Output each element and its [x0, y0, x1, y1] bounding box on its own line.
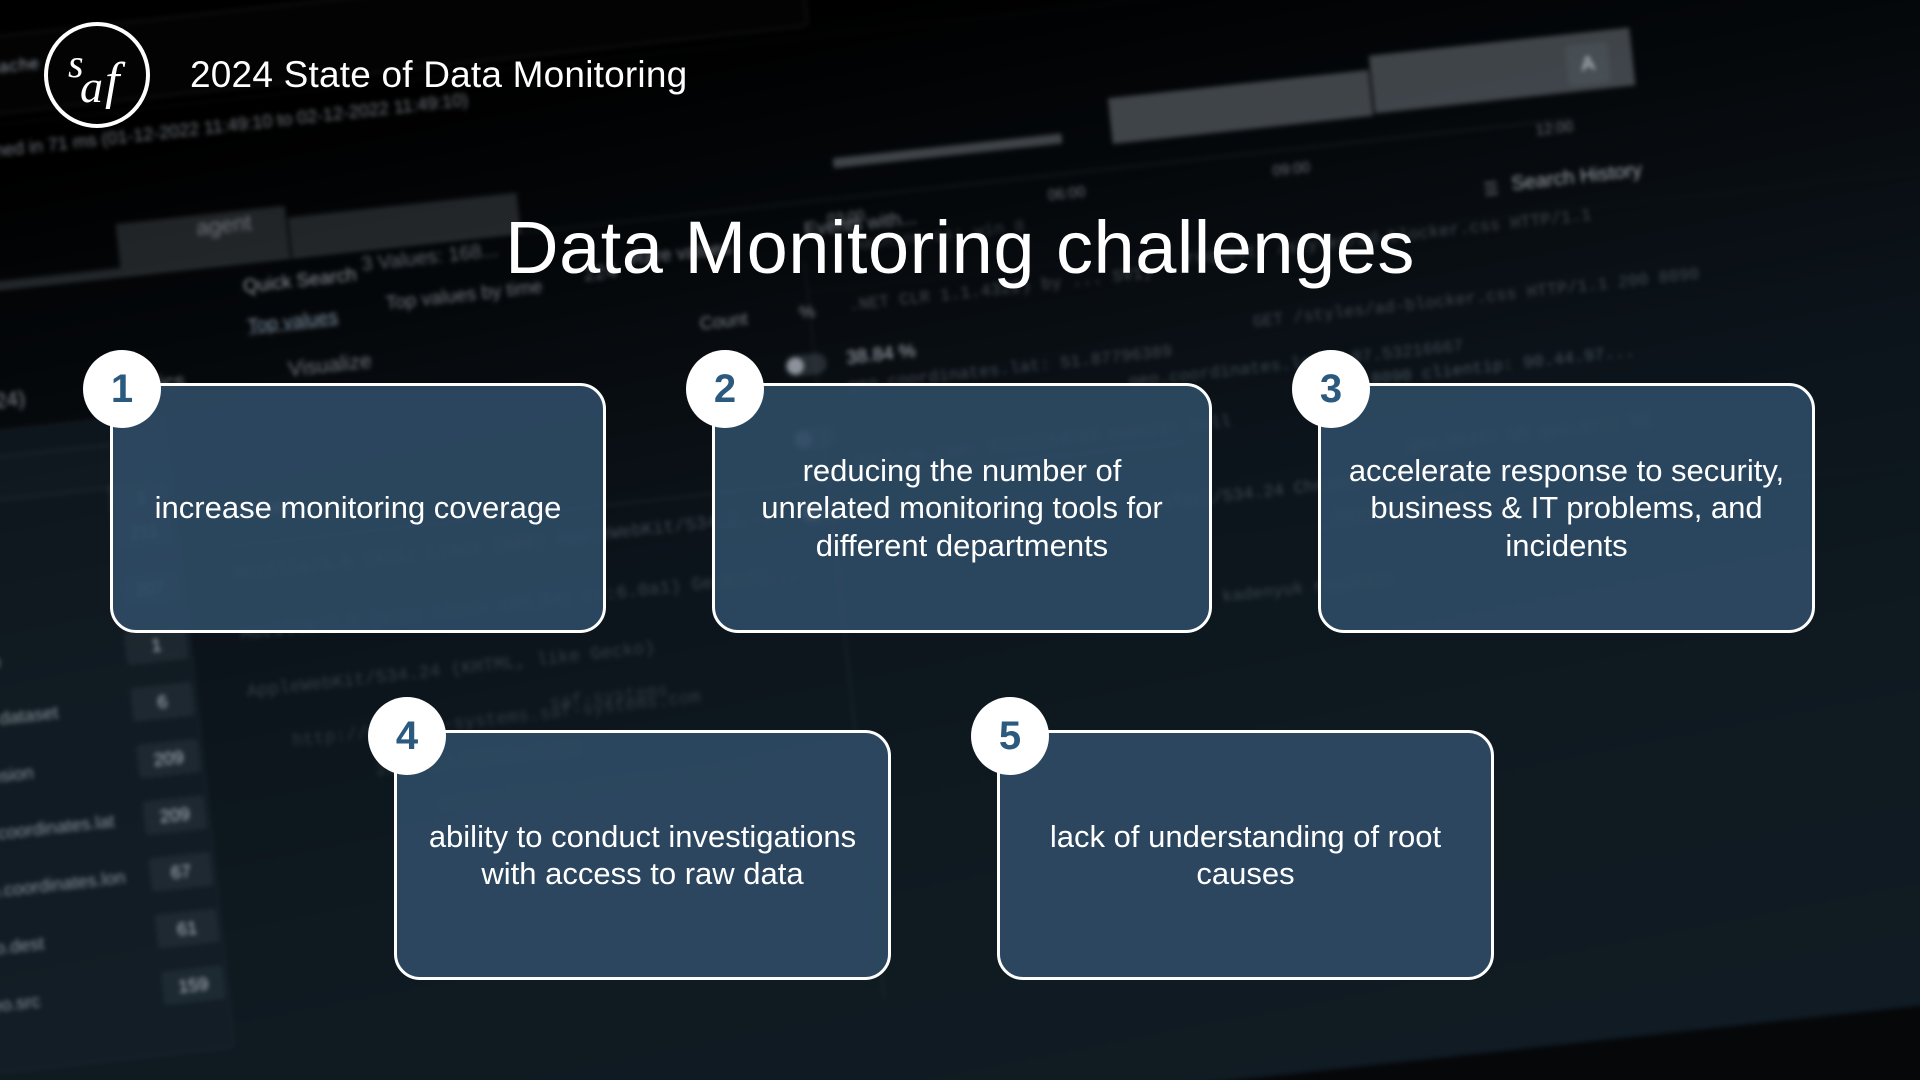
challenge-card-3: accelerate response to security, busines…: [1318, 383, 1815, 633]
challenge-card-5: lack of understanding of root causes: [997, 730, 1494, 980]
challenge-badge-3: 3: [1292, 350, 1370, 428]
challenge-card-1-text: increase monitoring coverage: [154, 490, 562, 526]
list-icon: [1479, 181, 1498, 196]
challenge-badge-4: 4: [368, 697, 446, 775]
challenge-card-2-text: reducing the number of unrelated monitor…: [761, 453, 1163, 563]
challenge-badge-1: 1: [83, 350, 161, 428]
challenge-card-4: ability to conduct investigations with a…: [394, 730, 891, 980]
saf-logo: s a f: [44, 22, 150, 128]
slide-title: Data Monitoring challenges: [505, 206, 1415, 289]
challenge-card-1: increase monitoring coverage: [110, 383, 606, 633]
challenge-card-5-text: lack of understanding of root causes: [1049, 818, 1442, 891]
challenge-card-4-text: ability to conduct investigations with a…: [428, 818, 857, 891]
logo-letter-f: f: [105, 53, 120, 110]
logo-letter-a: a: [80, 61, 103, 112]
challenge-card-2: reducing the number of unrelated monitor…: [712, 383, 1212, 633]
challenge-badge-5: 5: [971, 697, 1049, 775]
challenge-card-3-text: accelerate response to security, busines…: [1348, 453, 1785, 563]
logo-letter-s: s: [68, 41, 84, 86]
challenge-badge-2: 2: [686, 350, 764, 428]
brand-title: 2024 State of Data Monitoring: [190, 54, 688, 95]
